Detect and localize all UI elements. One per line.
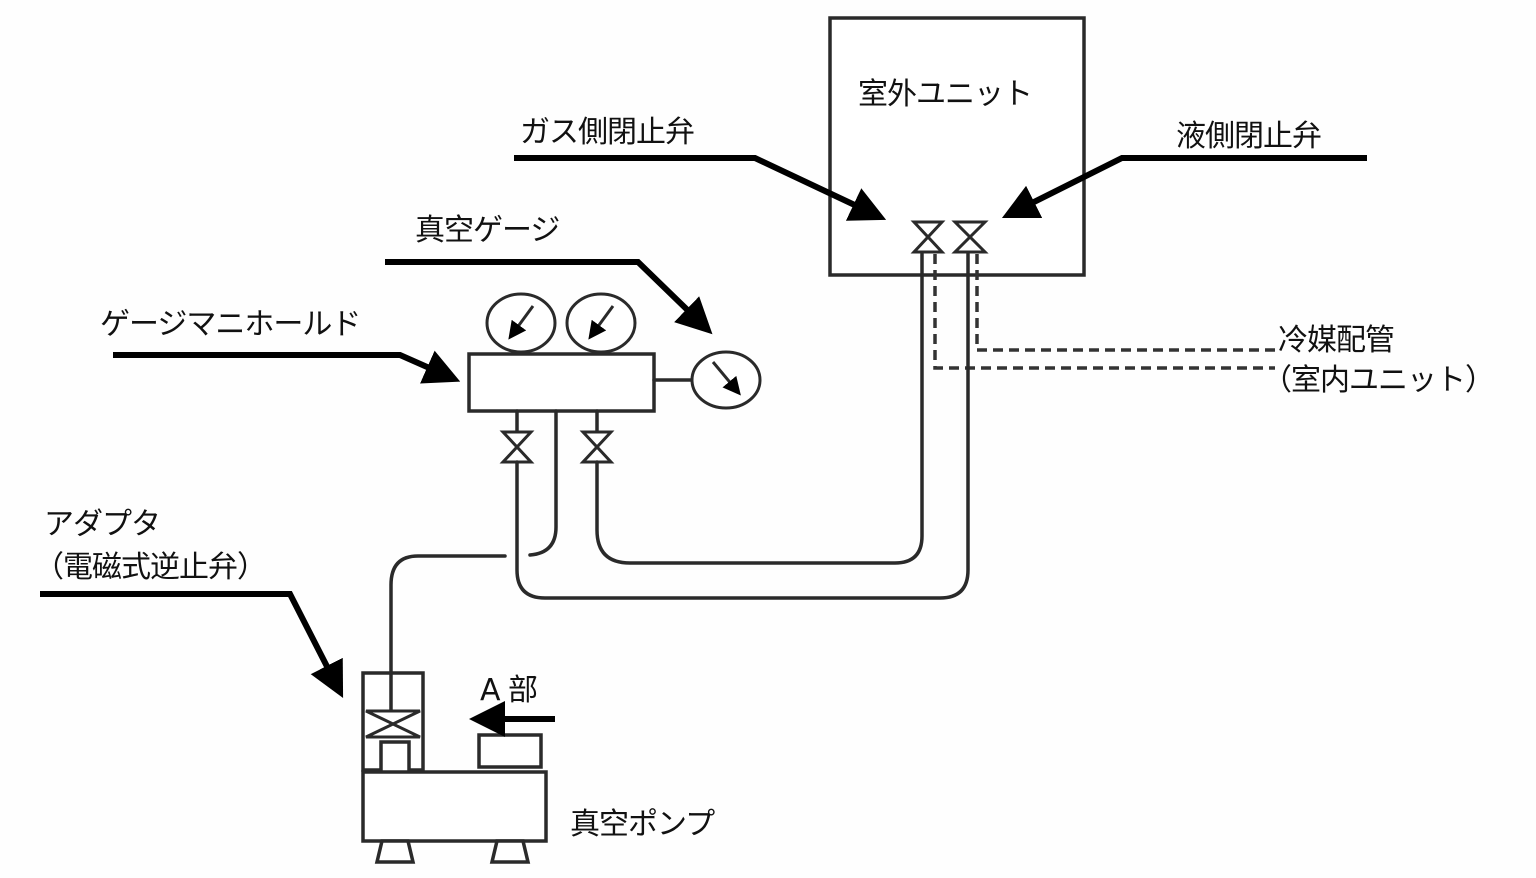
leader-gauge-manifold	[113, 350, 461, 384]
hose-to-pump	[389, 554, 507, 678]
gas-side-valve-label: ガス側閉止弁	[520, 115, 695, 150]
liquid-side-valve-symbol	[951, 220, 989, 254]
hose-to-liquid-valve	[515, 252, 970, 600]
adapter-note-label: （電磁式逆止弁）	[34, 550, 267, 585]
vacuum-pump-label: 真空ポンプ	[570, 807, 715, 842]
leader-vacuum-gauge	[385, 259, 713, 335]
pump-foot-right	[489, 839, 531, 864]
leader-adapter	[40, 591, 344, 699]
adapter-label: アダプタ	[44, 507, 161, 542]
leader-liquid-side-valve	[1001, 155, 1367, 219]
manifold-gauge-left	[485, 292, 557, 354]
manifold-valve-left	[499, 430, 535, 464]
part-a-label: A 部	[480, 673, 538, 708]
outdoor-unit-box	[828, 16, 1086, 277]
indoor-unit-label: （室内ユニット）	[1262, 363, 1495, 398]
outdoor-unit-label: 室外ユニット	[858, 77, 1033, 112]
gauge-manifold-label: ゲージマニホールド	[100, 307, 361, 342]
adapter-check-valve	[365, 709, 421, 739]
pump-foot-left	[374, 839, 416, 864]
part-a-box	[477, 733, 543, 769]
gauge-manifold-body	[467, 352, 656, 413]
center-hose	[528, 409, 558, 557]
refrigerant-pipe-label: 冷媒配管	[1278, 323, 1395, 358]
refrigerant-pipe-gas	[933, 254, 1275, 370]
vacuum-pump-body	[361, 770, 548, 843]
vacuum-gauge-dial	[690, 350, 762, 410]
hose-to-gas-valve	[595, 252, 924, 565]
refrigerant-pipe-liquid	[975, 254, 1275, 352]
liquid-side-valve-label: 液側閉止弁	[1176, 119, 1322, 154]
manifold-gauge-right	[565, 292, 637, 354]
gas-side-valve-symbol	[910, 220, 946, 254]
leader-gas-side-valve	[514, 155, 887, 221]
vacuum-gauge-label: 真空ゲージ	[415, 213, 560, 248]
manifold-valve-right	[579, 430, 615, 464]
